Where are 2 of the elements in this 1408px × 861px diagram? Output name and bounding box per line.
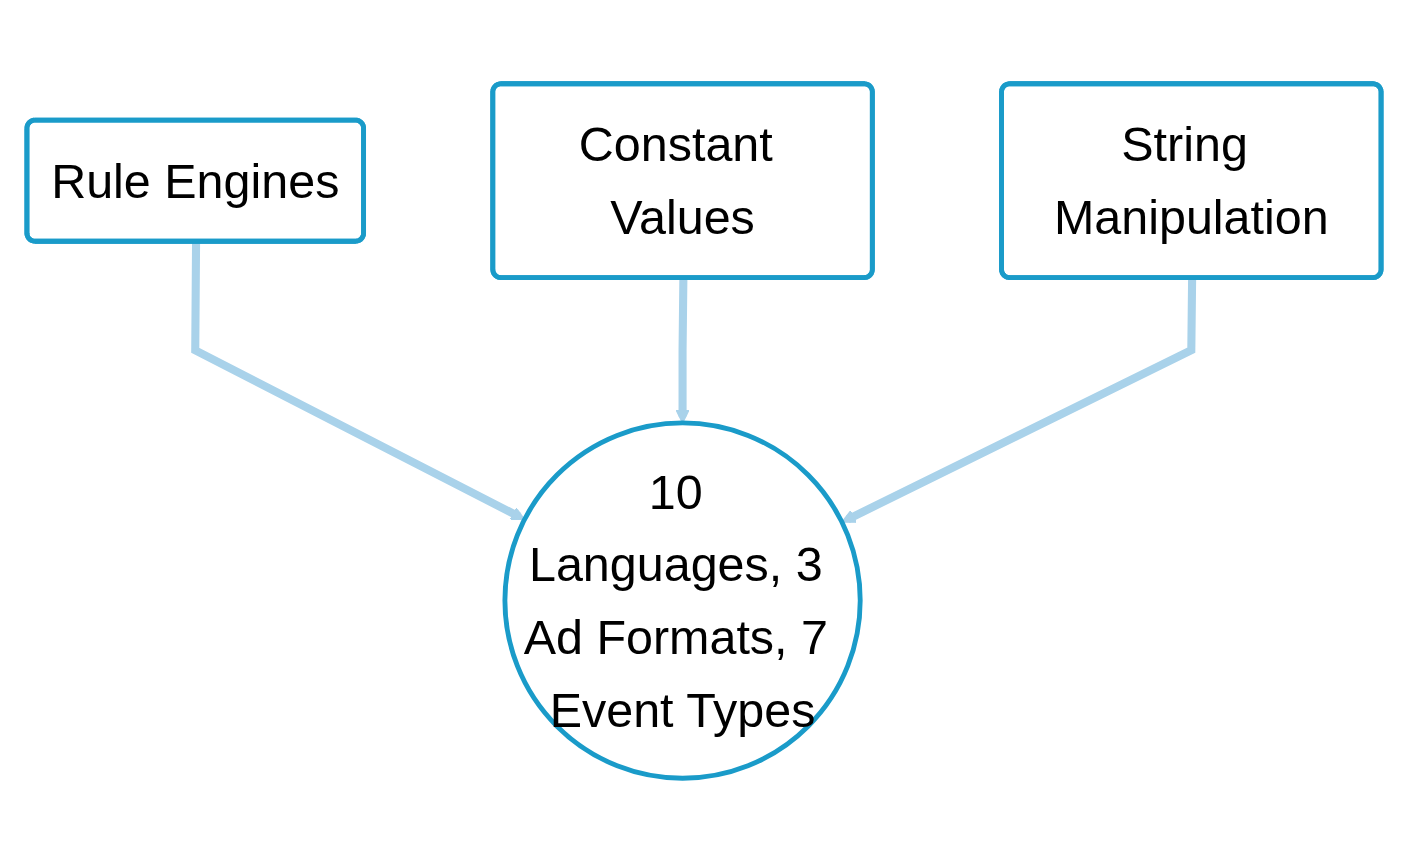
node-circle: 10 Languages, 3 Ad Formats, 7 Event Types xyxy=(502,420,863,781)
arrow xyxy=(191,241,526,520)
